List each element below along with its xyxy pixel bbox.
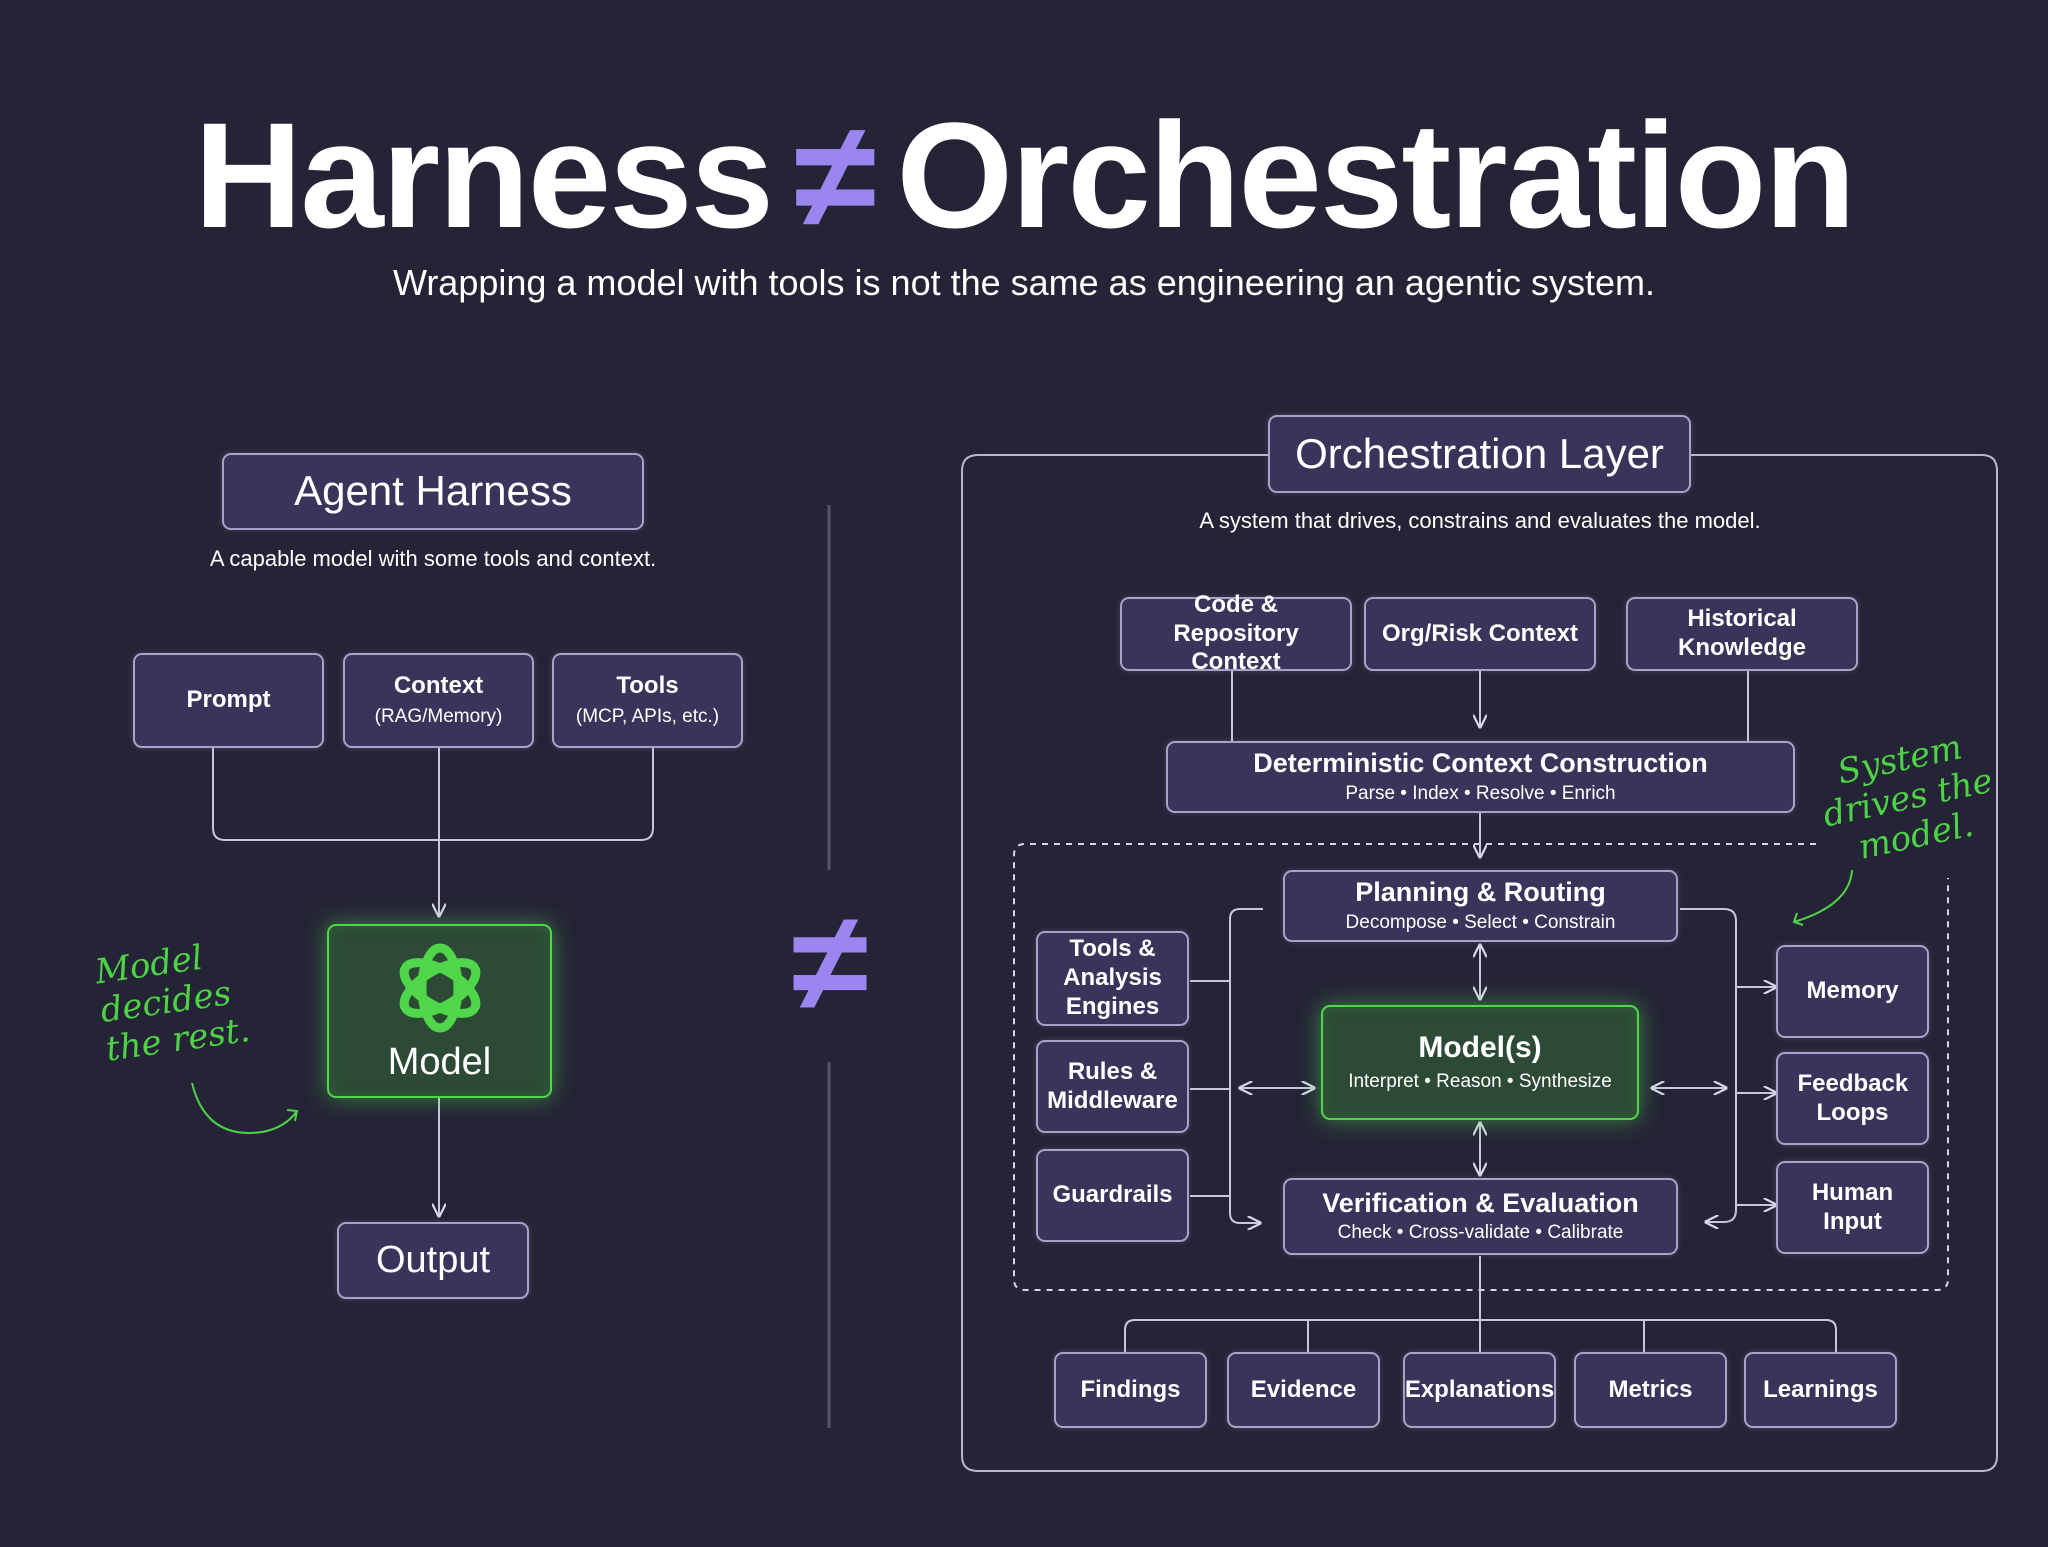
source-code-repository-context: Code & Repository Context [1120,591,1352,675]
output-findings-box: Findings [1054,1352,1207,1428]
page-subtitle: Wrapping a model with tools is not the s… [392,262,1656,303]
source-label-code: Code & Repository Context [1173,590,1299,676]
tools-label: Tools [616,671,679,699]
context-sublabel: (RAG/Memory) [374,705,503,727]
tools-analysis-label: Tools & Analysis Engines [1063,935,1162,1020]
verification-title: Verification & Evaluation [1322,1187,1639,1218]
tools-sublabel: (MCP, APIs, etc.) [575,705,720,727]
prompt-box: Prompt [133,653,324,748]
verification-sub: Check • Cross-validate • Calibrate [1337,1222,1624,1244]
context-construction-sub: Parse • Index • Resolve • Enrich [1345,782,1616,804]
planning-sub: Decompose • Select • Constrain [1345,911,1616,933]
source-label-history: Historical Knowledge [1677,605,1806,661]
source-label-org: Org/Risk Context [1381,619,1579,647]
memory-box: Memory [1776,945,1929,1038]
output-box: Output [337,1222,529,1299]
model-box: Model [327,924,552,1098]
context-construction-title: Deterministic Context Construction [1253,748,1708,779]
planning-title: Planning & Routing [1355,877,1606,908]
output-learnings-box: Learnings [1744,1352,1897,1428]
output-evidence-box: Evidence [1227,1352,1380,1428]
orchestration-title-box: Orchestration Layer [1268,415,1691,493]
verification-evaluation-box: Verification & Evaluation Check • Cross-… [1283,1178,1678,1255]
models-sub: Interpret • Reason • Synthesize [1348,1071,1612,1093]
deterministic-context-construction-box: Deterministic Context Construction Parse… [1166,741,1795,813]
title-left: Harness [194,91,774,259]
findings-label: Findings [1080,1375,1181,1403]
tools-analysis-engines-box: Tools & Analysis Engines [1036,931,1189,1026]
feedback-loops-box: Feedback Loops [1776,1052,1929,1145]
models-box: Model(s) Interpret • Reason • Synthesize [1321,1005,1639,1120]
models-title: Model(s) [1418,1031,1542,1065]
orchestration-caption: A system that drives, constrains and eva… [1199,508,1761,533]
feedback-label: Feedback Loops [1797,1069,1909,1126]
rules-label: Rules & Middleware [1047,1057,1178,1114]
memory-label: Memory [1806,977,1899,1005]
evidence-label: Evidence [1250,1375,1357,1403]
output-metrics-box: Metrics [1574,1352,1727,1428]
tools-box: Tools (MCP, APIs, etc.) [552,653,743,748]
agent-harness-title: Agent Harness [294,467,572,515]
guardrails-label: Guardrails [1052,1181,1173,1209]
agent-harness-caption: A capable model with some tools and cont… [209,546,657,571]
output-explanations-box: Explanations [1403,1352,1556,1428]
planning-routing-box: Planning & Routing Decompose • Select • … [1283,870,1678,942]
human-input-label: Human Input [1811,1178,1894,1235]
model-label: Model [387,1041,492,1084]
openai-logo-icon [399,943,480,1033]
not-equal-symbol: ≠ [794,91,876,259]
context-label: Context [393,671,484,699]
orchestration-title: Orchestration Layer [1295,429,1664,477]
page-title: Harness≠Orchestration [0,100,2048,250]
rules-middleware-box: Rules & Middleware [1036,1040,1189,1133]
metrics-label: Metrics [1608,1375,1693,1403]
output-label: Output [375,1238,491,1281]
divider-not-equal-icon: ≠ [791,883,869,1040]
learnings-label: Learnings [1763,1375,1878,1403]
context-box: Context (RAG/Memory) [343,653,534,748]
title-right: Orchestration [896,91,1856,259]
guardrails-box: Guardrails [1036,1149,1189,1242]
prompt-label: Prompt [186,686,271,714]
human-input-box: Human Input [1776,1161,1929,1254]
source-org-risk-context: Org/Risk Context [1364,597,1596,671]
explanations-label: Explanations [1404,1375,1555,1403]
source-historical-knowledge: Historical Knowledge [1626,597,1858,671]
agent-harness-title-box: Agent Harness [222,453,644,530]
